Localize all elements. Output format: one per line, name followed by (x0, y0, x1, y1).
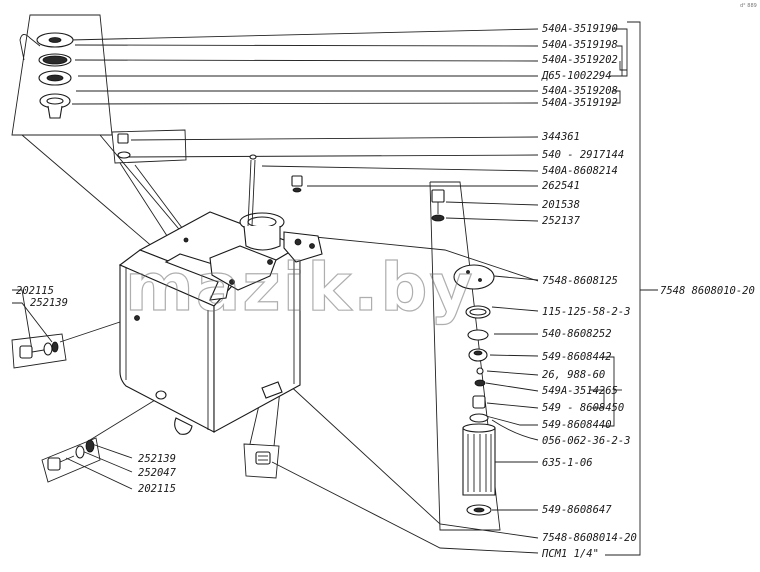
watermark: mazik.by (125, 249, 475, 326)
part-label: 252139 (138, 453, 176, 465)
part-label: 262541 (542, 180, 580, 192)
part-label: 252047 (138, 467, 177, 479)
part-label: 540A-3519202 (542, 54, 618, 66)
part-label: 7548-8608014-20 (542, 532, 637, 544)
part-label: Д65-1002294 (541, 70, 612, 82)
group-label: 7548 8608010-20 (660, 285, 755, 297)
part-label: 635-1-06 (542, 457, 593, 469)
corner-mark: d° 889 (740, 3, 757, 9)
part-labels: 540A-3519190 540A-3519198 540A-3519202 Д… (16, 23, 755, 560)
part-label: 252139 (30, 297, 68, 309)
part-label: 549-8608440 (542, 419, 612, 431)
part-label: 202115 (138, 483, 176, 495)
part-label: 540-8608252 (542, 328, 612, 340)
part-label: 549A-3514265 (542, 385, 618, 397)
part-label: 540A-8608214 (542, 165, 618, 177)
part-label: 201538 (542, 199, 580, 211)
part-label: 540 - 2917144 (542, 149, 624, 161)
part-label: 549-8608647 (542, 504, 612, 516)
part-label: 202115 (16, 285, 54, 297)
part-label: ПСМ1 1/4" (541, 548, 599, 560)
left-screws (19, 341, 95, 471)
part-label: 540A-3519208 (542, 85, 618, 97)
fuel-tank (118, 154, 323, 435)
filter-assembly (431, 189, 496, 516)
cap-stack (19, 32, 74, 119)
part-label: 7548-8608125 (542, 275, 618, 287)
part-label: 549-8608442 (542, 351, 612, 363)
upper-bolts (117, 133, 303, 193)
part-label: 540A-3519190 (542, 23, 618, 35)
part-label: 26, 988-60 (542, 369, 605, 381)
part-label: 056-062-36-2-3 (542, 435, 631, 447)
part-label: 549 - 8608450 (542, 402, 624, 414)
part-label: 115-125-58-2-3 (542, 306, 631, 318)
part-label: 344361 (541, 131, 580, 143)
part-label: 540A-3519192 (542, 97, 618, 109)
drain-plug (255, 451, 271, 465)
part-label: 252137 (542, 215, 581, 227)
part-label: 540A-3519198 (542, 39, 618, 51)
